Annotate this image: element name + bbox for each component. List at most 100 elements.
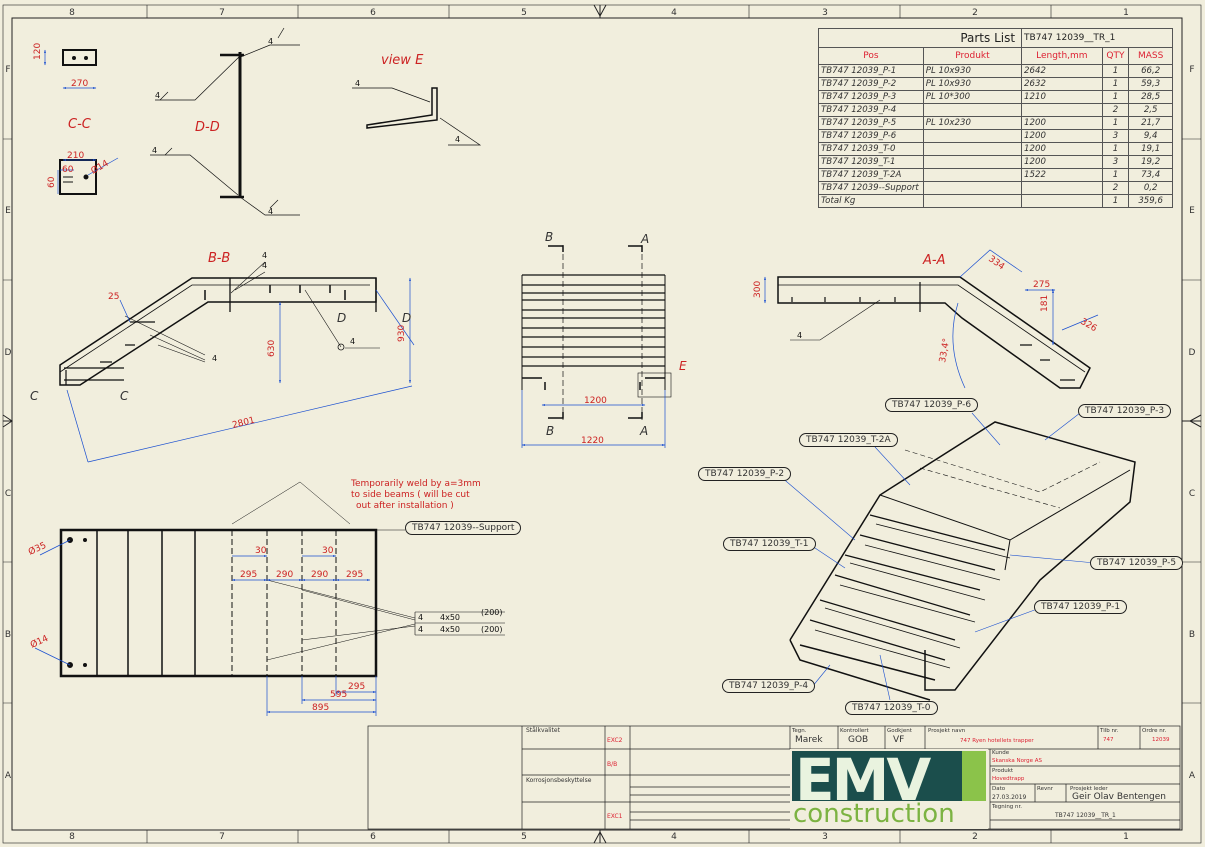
parts-cell — [922, 194, 1023, 208]
pm: Geir Olav Bentengen — [1072, 792, 1166, 802]
section-letter: E — [679, 359, 687, 373]
sheet-label: Tilb nr. — [1100, 728, 1119, 734]
row-label: D — [1189, 348, 1196, 358]
parts-cell: 1 — [1101, 194, 1130, 208]
row-label: B — [1189, 630, 1195, 640]
dim-120: 120 — [33, 43, 43, 60]
parts-cell: 1200 — [1021, 142, 1103, 156]
weld-symbol: 4 — [262, 261, 267, 270]
balloon-t2a: TB747 12039_T-2A — [799, 433, 898, 448]
note-leaders — [231, 481, 405, 531]
col-label: 8 — [69, 8, 75, 18]
parts-cell: 3 — [1101, 155, 1130, 169]
parts-cell: 73,4 — [1128, 168, 1173, 182]
parts-cell: TB747 12039_T-0 — [818, 142, 924, 156]
project-name: 747 Ryen hotellets trapper — [960, 738, 1034, 744]
section-bb — [59, 261, 380, 386]
parts-cell: TB747 12039_T-2A — [818, 168, 924, 182]
detail-dims — [43, 49, 119, 194]
plan-dims — [34, 539, 377, 716]
dim-210: 210 — [67, 151, 84, 161]
parts-list-ref: TB747 12039__TR_1 — [1021, 28, 1173, 48]
drawn-label: Tegn. — [792, 728, 807, 734]
dim-dia35: Ø35 — [27, 540, 48, 558]
col-label: 7 — [219, 8, 225, 18]
weld-symbol: 4 — [350, 337, 355, 346]
col-header: Produkt — [922, 47, 1023, 65]
sheet-value: 747 — [1103, 737, 1114, 743]
balloon-p3: TB747 12039_P-3 — [1078, 404, 1172, 419]
drawing-no: TB747 12039__TR_1 — [1055, 812, 1116, 819]
parts-cell: PL 10x230 — [922, 116, 1023, 130]
row-label: E — [1189, 206, 1195, 216]
col-label: 7 — [219, 832, 225, 842]
col-label: 2 — [972, 832, 978, 842]
section-aa-label: A-A — [922, 253, 945, 268]
row-label: A — [5, 771, 12, 781]
balloon-p6: TB747 12039_P-6 — [885, 398, 979, 413]
parts-cell: 1200 — [1021, 155, 1103, 169]
dim-630: 630 — [267, 340, 277, 357]
note-line: to side beams ( will be cut — [351, 490, 470, 500]
bb-dims — [66, 277, 415, 463]
weld-symbol: 4 — [262, 251, 267, 260]
parts-cell: 1200 — [1021, 129, 1103, 143]
balloon-support: TB747 12039--Support — [405, 521, 522, 536]
dim-334: 334 — [986, 254, 1006, 272]
parts-cell: TB747 12039_P-2 — [818, 77, 924, 91]
grid-labels: 8 7 6 5 4 3 2 1 8 7 6 5 4 3 2 1 F E D C … — [5, 8, 1196, 842]
dim-275: 275 — [1033, 280, 1050, 290]
col-label: 1 — [1123, 832, 1129, 842]
parts-cell: 2 — [1101, 181, 1130, 195]
approved-label: Godkjent — [887, 728, 912, 734]
aa-dims — [763, 249, 1099, 389]
row-label: A — [1189, 771, 1196, 781]
dim-30: 30 — [255, 546, 267, 556]
parts-cell: 21,7 — [1128, 116, 1173, 130]
weld-symbol: 4 — [268, 37, 273, 46]
parts-cell: 19,1 — [1128, 142, 1173, 156]
parts-cell — [922, 155, 1023, 169]
col-label: 3 — [822, 8, 828, 18]
parts-cell: 1522 — [1021, 168, 1103, 182]
parts-cell — [922, 142, 1023, 156]
row-label: F — [1189, 65, 1194, 75]
weld-symbol: 4 — [212, 354, 217, 363]
dim-334-deg: 33,4° — [938, 338, 952, 364]
section-letter: A — [639, 424, 648, 438]
balloon-t1: TB747 12039_T-1 — [723, 537, 816, 552]
parts-cell — [1021, 181, 1103, 195]
weld-symbol: 4 — [797, 331, 802, 340]
parts-cell: 2632 — [1021, 77, 1103, 91]
parts-cell — [922, 181, 1023, 195]
exc-class-2: EXC1 — [607, 813, 623, 820]
product: Hovedtrapp — [992, 776, 1025, 782]
plan-view — [59, 528, 505, 678]
col-header: QTY — [1101, 47, 1130, 65]
parts-cell: 66,2 — [1128, 64, 1173, 78]
weld-symbol: 4 — [455, 135, 460, 144]
col-label: 5 — [521, 8, 527, 18]
dim-1220: 1220 — [581, 436, 604, 446]
weld-symbol: 4 — [155, 91, 160, 100]
front-dims — [521, 390, 666, 448]
col-header: MASS — [1128, 47, 1173, 65]
exc-class: EXC2 — [607, 737, 623, 744]
dim-30: 30 — [322, 546, 334, 556]
customer: Skanska Norge AS — [992, 758, 1043, 764]
view-e — [352, 87, 482, 146]
finish-label: Korrosjonsbeskyttelse — [526, 777, 592, 784]
dim-295: 295 — [240, 570, 257, 580]
weld-symbol: 4 — [152, 146, 157, 155]
parts-cell: TB747 12039_P-5 — [818, 116, 924, 130]
row-label: F — [5, 65, 10, 75]
parts-cell: TB747 12039_P-1 — [818, 64, 924, 78]
parts-cell: TB747 12039_P-3 — [818, 90, 924, 104]
isometric-view — [789, 421, 1136, 701]
